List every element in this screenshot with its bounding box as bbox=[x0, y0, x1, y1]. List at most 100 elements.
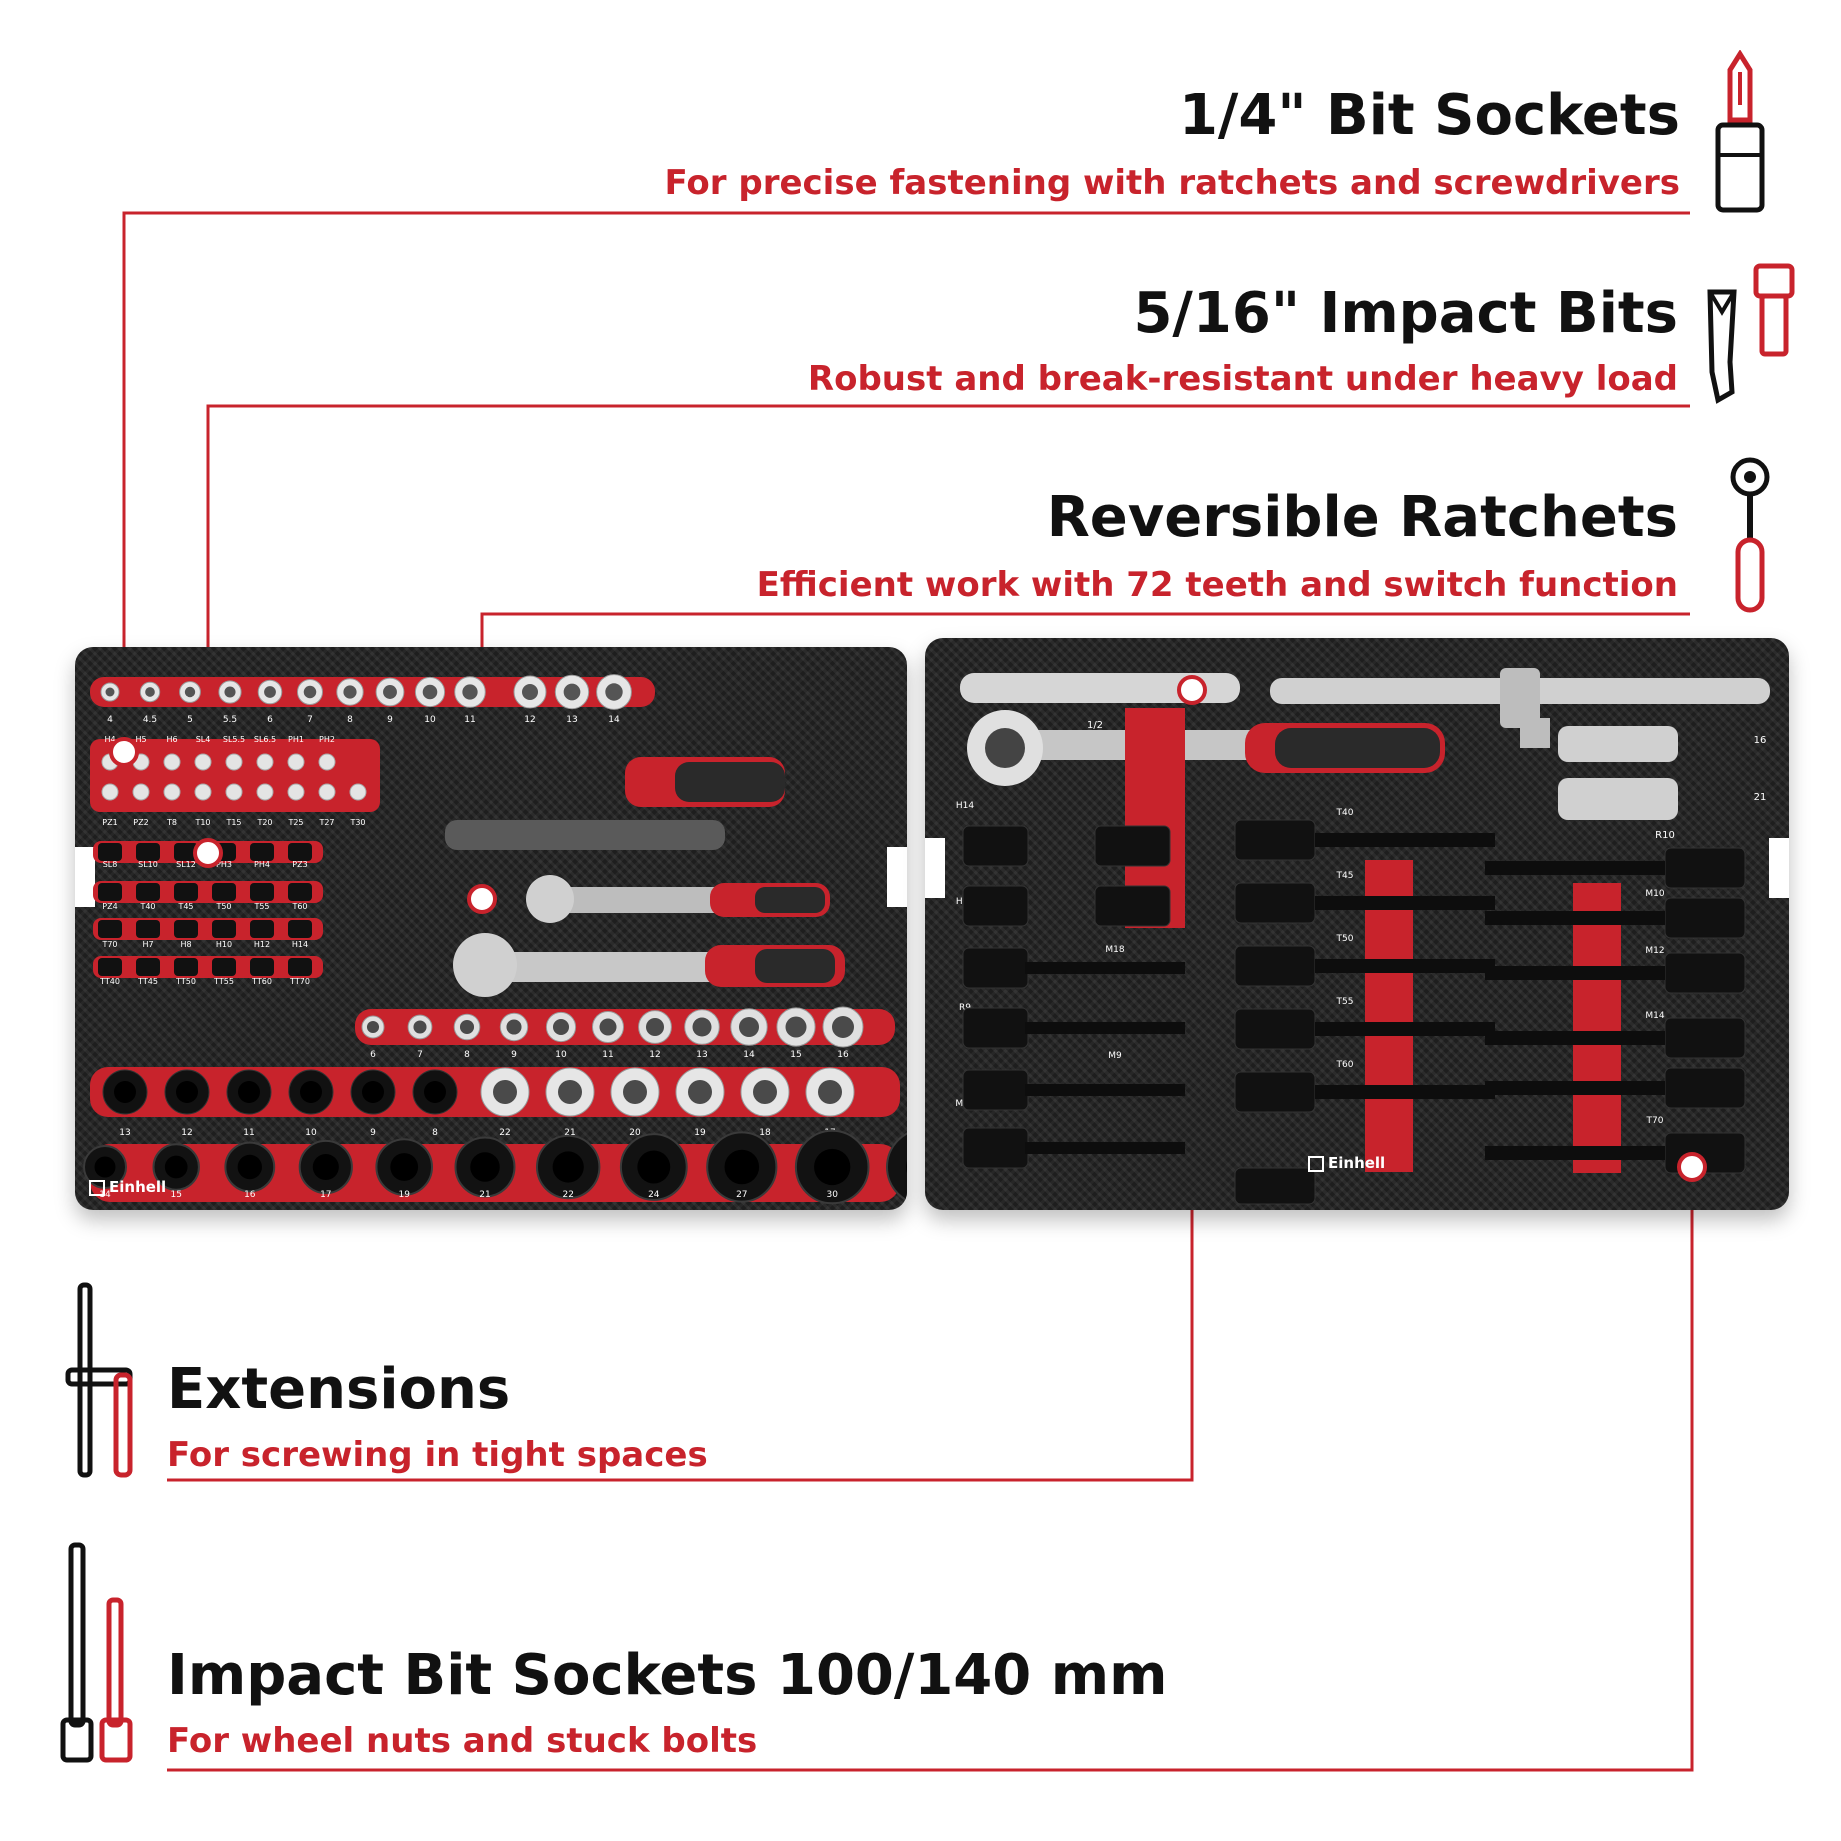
impact-bit bbox=[174, 843, 198, 861]
socket-size-label: 13 bbox=[119, 1128, 130, 1138]
bit-label: T30 bbox=[349, 818, 365, 827]
socket-size-label: 15 bbox=[170, 1190, 181, 1200]
socket-hole bbox=[94, 1156, 116, 1178]
feature-ratchets: Reversible Ratchets Efficient work with … bbox=[757, 485, 1678, 603]
bit-label: T55 bbox=[1336, 997, 1354, 1007]
socket-hole bbox=[184, 686, 196, 698]
socket-hole bbox=[362, 1081, 384, 1103]
bit-label: M14 bbox=[1645, 1011, 1664, 1021]
socket-hole bbox=[105, 687, 115, 697]
socket-hole bbox=[506, 1019, 522, 1035]
impact-bit bbox=[212, 843, 236, 861]
bit-shaft bbox=[1025, 1022, 1185, 1034]
bit-label: SL5.5 bbox=[223, 735, 245, 744]
impact-bit bbox=[288, 958, 312, 976]
right-tool-tray: 1/21621R10H14H19H17M18R9M9M16T80T40T45T5… bbox=[925, 638, 1789, 1210]
socket-size-label: 15 bbox=[790, 1050, 801, 1060]
feature-title: 5/16" Impact Bits bbox=[1133, 281, 1678, 346]
long-impact-socket bbox=[1664, 847, 1746, 889]
bit-label: PH1 bbox=[288, 735, 304, 744]
long-socket-icon bbox=[60, 1542, 133, 1763]
bit bbox=[256, 783, 274, 801]
feature-bit-sockets: 1/4" Bit Sockets For precise fastening w… bbox=[664, 83, 1680, 203]
impact-bit bbox=[98, 883, 122, 901]
socket-size-label: 16 bbox=[244, 1190, 256, 1200]
socket-hole bbox=[522, 684, 538, 700]
socket-hole bbox=[145, 687, 155, 697]
socket-size-label: 24 bbox=[648, 1190, 660, 1200]
socket-hole bbox=[832, 1016, 854, 1038]
feature-subtitle: For screwing in tight spaces bbox=[167, 1435, 708, 1475]
socket-hole bbox=[552, 1151, 584, 1183]
socket-size-label: 7 bbox=[417, 1050, 423, 1060]
bit-label: H6 bbox=[166, 735, 177, 744]
bit-shaft bbox=[1485, 861, 1665, 875]
socket-size-label: 27 bbox=[736, 1190, 747, 1200]
socket-size-label: 14 bbox=[743, 1050, 755, 1060]
bit-shaft bbox=[1485, 966, 1665, 980]
bit-label: H14 bbox=[292, 940, 308, 949]
bit-label: T40 bbox=[139, 902, 155, 911]
impact-bit bbox=[250, 920, 274, 938]
bit-label: TT60 bbox=[251, 977, 272, 986]
callout-line-bit-sockets bbox=[122, 211, 1690, 752]
bit-label: H14 bbox=[956, 801, 974, 811]
socket-size-label: 4 bbox=[107, 715, 113, 725]
socket-hole bbox=[114, 1081, 136, 1103]
bit-label: TT70 bbox=[289, 977, 310, 986]
socket-size-label: 21 bbox=[1754, 792, 1767, 803]
socket-size-label: 18 bbox=[759, 1128, 771, 1138]
impact-bit bbox=[250, 843, 274, 861]
bit bbox=[318, 753, 336, 771]
bit-label: H12 bbox=[254, 940, 270, 949]
feature-extensions: Extensions For screwing in tight spaces bbox=[167, 1362, 708, 1475]
impact-bit bbox=[212, 920, 236, 938]
bit-shaft bbox=[1485, 1031, 1665, 1045]
impact-bit bbox=[288, 883, 312, 901]
impact-bit bbox=[174, 883, 198, 901]
socket-hole bbox=[753, 1080, 777, 1104]
bit-label: PZ1 bbox=[102, 818, 117, 827]
feature-subtitle: For precise fastening with ratchets and … bbox=[664, 163, 1680, 203]
impact-bit bbox=[136, 920, 160, 938]
bit-label: H4 bbox=[104, 735, 115, 744]
feature-title: Impact Bit Sockets 100/140 mm bbox=[167, 1643, 1168, 1708]
socket-hole bbox=[164, 1155, 188, 1179]
socket-size-label: 14 bbox=[608, 715, 620, 725]
socket-hole bbox=[413, 1020, 427, 1034]
feature-impact-bits: 5/16" Impact Bits Robust and break-resis… bbox=[808, 281, 1678, 397]
bit-label: T10 bbox=[194, 818, 210, 827]
socket-size-label: 11 bbox=[243, 1128, 254, 1138]
bit-shaft bbox=[1315, 896, 1495, 910]
bit-label: TT55 bbox=[213, 977, 234, 986]
bit-label: T45 bbox=[177, 902, 193, 911]
long-impact-socket bbox=[1234, 1008, 1316, 1050]
feature-title: 1/4" Bit Sockets bbox=[1178, 83, 1680, 148]
socket-hole bbox=[599, 1018, 617, 1036]
bit-label: TT40 bbox=[99, 977, 120, 986]
bit-label: H7 bbox=[142, 940, 153, 949]
impact-bit-socket bbox=[962, 1069, 1029, 1111]
socket-hole bbox=[264, 686, 276, 698]
bit-socket-icon bbox=[1715, 50, 1765, 213]
socket-hole bbox=[637, 1150, 671, 1184]
brand-logo-right: Einhell bbox=[1308, 1154, 1385, 1172]
impact-bit bbox=[288, 843, 312, 861]
socket-hole bbox=[424, 1081, 446, 1103]
socket-size-label: 5 bbox=[187, 715, 193, 725]
socket-size-label: 17 bbox=[320, 1190, 331, 1200]
socket-hole bbox=[343, 685, 357, 699]
bit-shaft bbox=[1485, 1146, 1665, 1160]
bit bbox=[256, 753, 274, 771]
impact-bit bbox=[250, 958, 274, 976]
feature-title: Reversible Ratchets bbox=[1046, 485, 1678, 550]
socket-hole bbox=[623, 1080, 647, 1104]
bit-label: SL8 bbox=[103, 860, 118, 869]
socket-size-label: 6 bbox=[370, 1050, 376, 1060]
impact-bit bbox=[136, 958, 160, 976]
socket-size-label: 10 bbox=[424, 715, 436, 725]
socket-size-label: 19 bbox=[694, 1128, 706, 1138]
long-impact-socket bbox=[1664, 897, 1746, 939]
callout-line-long-sockets bbox=[167, 1167, 1694, 1772]
